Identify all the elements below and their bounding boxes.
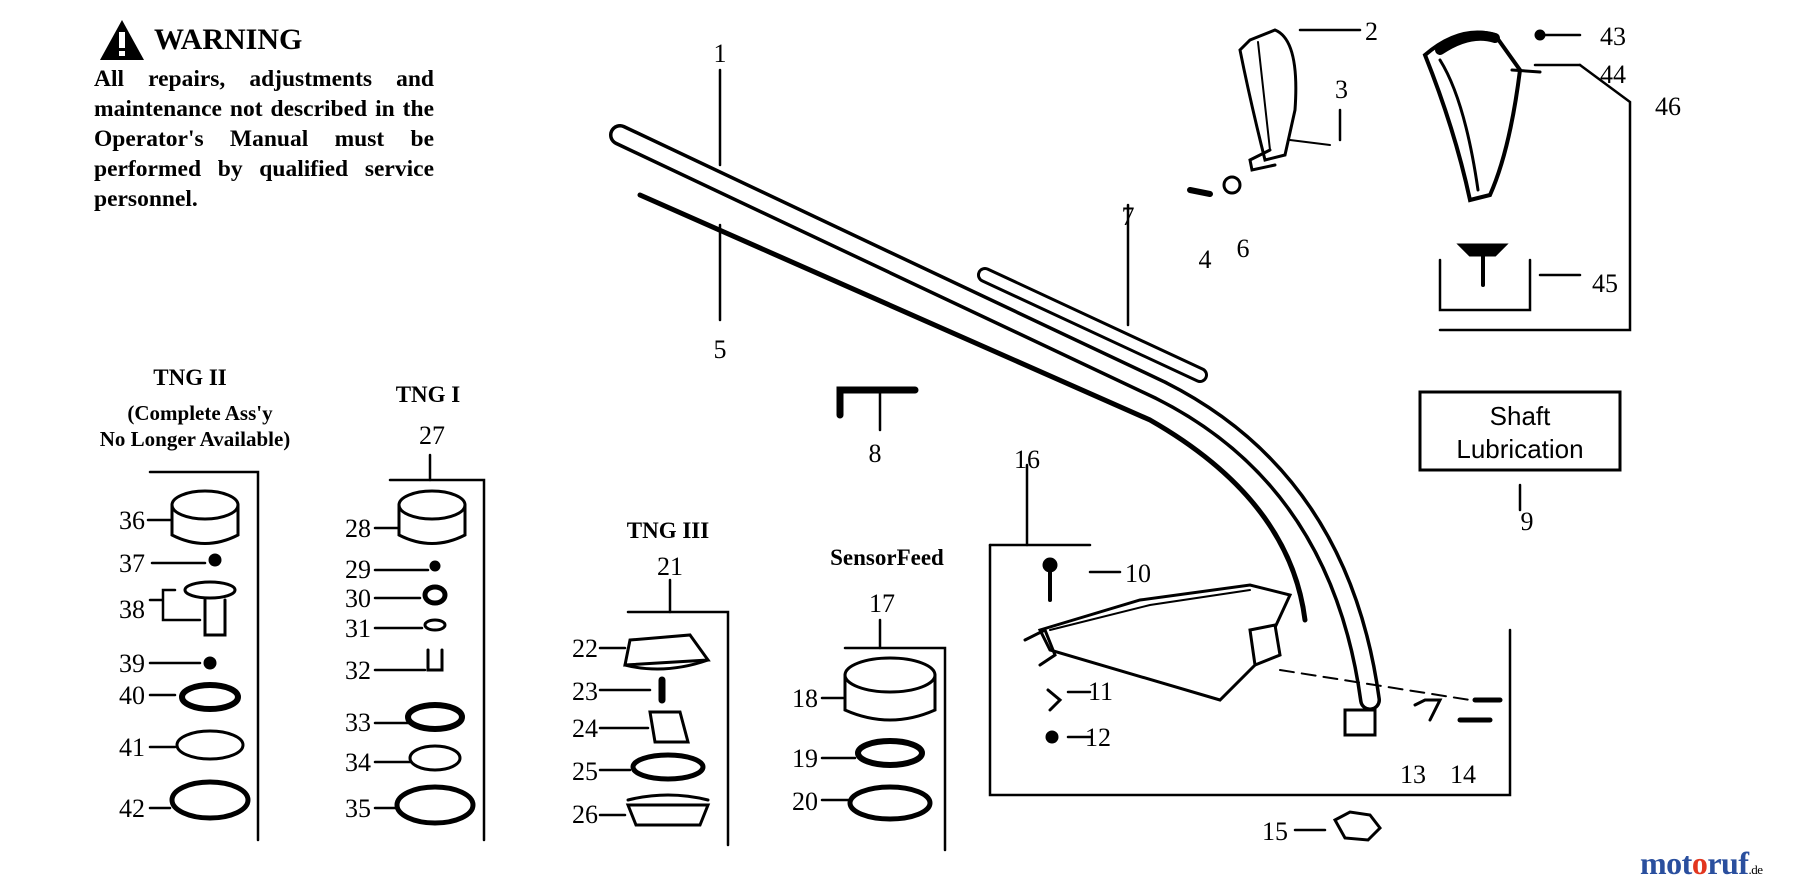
- callout-6: 6: [1237, 234, 1250, 263]
- callout-39: 39: [119, 649, 145, 678]
- callout-13: 13: [1400, 760, 1426, 789]
- callout-43: 43: [1600, 22, 1626, 51]
- callout-20: 20: [792, 787, 818, 816]
- callout-27: 27: [419, 421, 445, 450]
- callout-26: 26: [572, 800, 598, 829]
- shaft-tube: [609, 124, 1381, 711]
- warning-text: All repairs, adjustments and maintenance…: [94, 66, 434, 212]
- callout-30: 30: [345, 584, 371, 613]
- tng1-parts: [394, 489, 476, 826]
- callout-22: 22: [572, 634, 598, 663]
- tng3-parts: [623, 633, 711, 827]
- warning-heading: WARNING: [154, 23, 303, 56]
- callout-28: 28: [345, 514, 371, 543]
- assist-handle: [1422, 29, 1546, 287]
- watermark-part-1: mot: [1640, 845, 1692, 881]
- callout-19: 19: [792, 744, 818, 773]
- callout-17: 17: [869, 589, 895, 618]
- callout-33: 33: [345, 708, 371, 737]
- callout-1: 1: [714, 39, 727, 68]
- debris-shield: [1023, 557, 1503, 744]
- hex-key: [836, 386, 919, 419]
- callout-42: 42: [119, 794, 145, 823]
- callout-40: 40: [119, 681, 145, 710]
- warning-triangle-icon: [100, 20, 144, 60]
- callout-10: 10: [1125, 559, 1151, 588]
- callout-9: 9: [1521, 507, 1534, 536]
- callout-11: 11: [1088, 677, 1113, 706]
- callout-32: 32: [345, 656, 371, 685]
- callout-21: 21: [657, 552, 683, 581]
- callout-41: 41: [119, 733, 145, 762]
- callout-15: 15: [1262, 817, 1288, 846]
- warning-heading-row: WARNING: [98, 18, 434, 62]
- watermark-part-3: ruf: [1707, 845, 1749, 881]
- watermark-tld: .de: [1748, 862, 1763, 877]
- callout-14: 14: [1450, 760, 1476, 789]
- shaft-lubrication-box: [1418, 390, 1622, 472]
- callout-44: 44: [1600, 60, 1626, 89]
- callout-12: 12: [1085, 723, 1111, 752]
- title-tng2-note-2: No Longer Available): [100, 427, 291, 451]
- title-tng3: TNG III: [627, 518, 709, 543]
- callout-38: 38: [119, 595, 145, 624]
- callout-7: 7: [1122, 202, 1135, 231]
- callout-8: 8: [869, 439, 882, 468]
- callout-5: 5: [714, 335, 727, 364]
- watermark-part-2: o: [1691, 845, 1708, 881]
- shaft-liner: [977, 267, 1208, 383]
- nut: [1332, 810, 1382, 842]
- callout-3: 3: [1335, 75, 1348, 104]
- callout-25: 25: [572, 757, 598, 786]
- callout-2: 2: [1365, 17, 1378, 46]
- title-tng2-note-1: (Complete Ass'y: [127, 401, 273, 425]
- drive-shaft: [637, 192, 1308, 623]
- lubrication-line-1: Shaft: [1490, 401, 1551, 431]
- callout-31: 31: [345, 614, 371, 643]
- callout-45: 45: [1592, 269, 1618, 298]
- tng2-parts: [169, 489, 251, 821]
- callout-4: 4: [1199, 245, 1212, 274]
- sensorfeed-parts: [843, 656, 937, 822]
- callout-16: 16: [1014, 445, 1040, 474]
- title-sensorfeed: SensorFeed: [830, 545, 944, 570]
- callout-34: 34: [345, 748, 371, 777]
- title-tng1: TNG I: [396, 382, 461, 407]
- callout-23: 23: [572, 677, 598, 706]
- callout-36: 36: [119, 506, 145, 535]
- callout-29: 29: [345, 555, 371, 584]
- callout-labels: 1 2 3 4 5 6 7 8 9 10 11 12 13 14 15 16 1…: [119, 17, 1681, 846]
- lubrication-line-2: Lubrication: [1456, 434, 1583, 464]
- callout-24: 24: [572, 714, 598, 743]
- warning-block: WARNING All repairs, adjustments and mai…: [94, 18, 434, 214]
- watermark: motoruf.de: [1640, 845, 1763, 882]
- callout-37: 37: [119, 549, 145, 578]
- leader-lines: [146, 28, 1632, 852]
- callout-35: 35: [345, 794, 371, 823]
- callout-46: 46: [1655, 92, 1681, 121]
- title-tng2: TNG II: [153, 365, 227, 390]
- callout-18: 18: [792, 684, 818, 713]
- handle-part-2: [1187, 28, 1331, 197]
